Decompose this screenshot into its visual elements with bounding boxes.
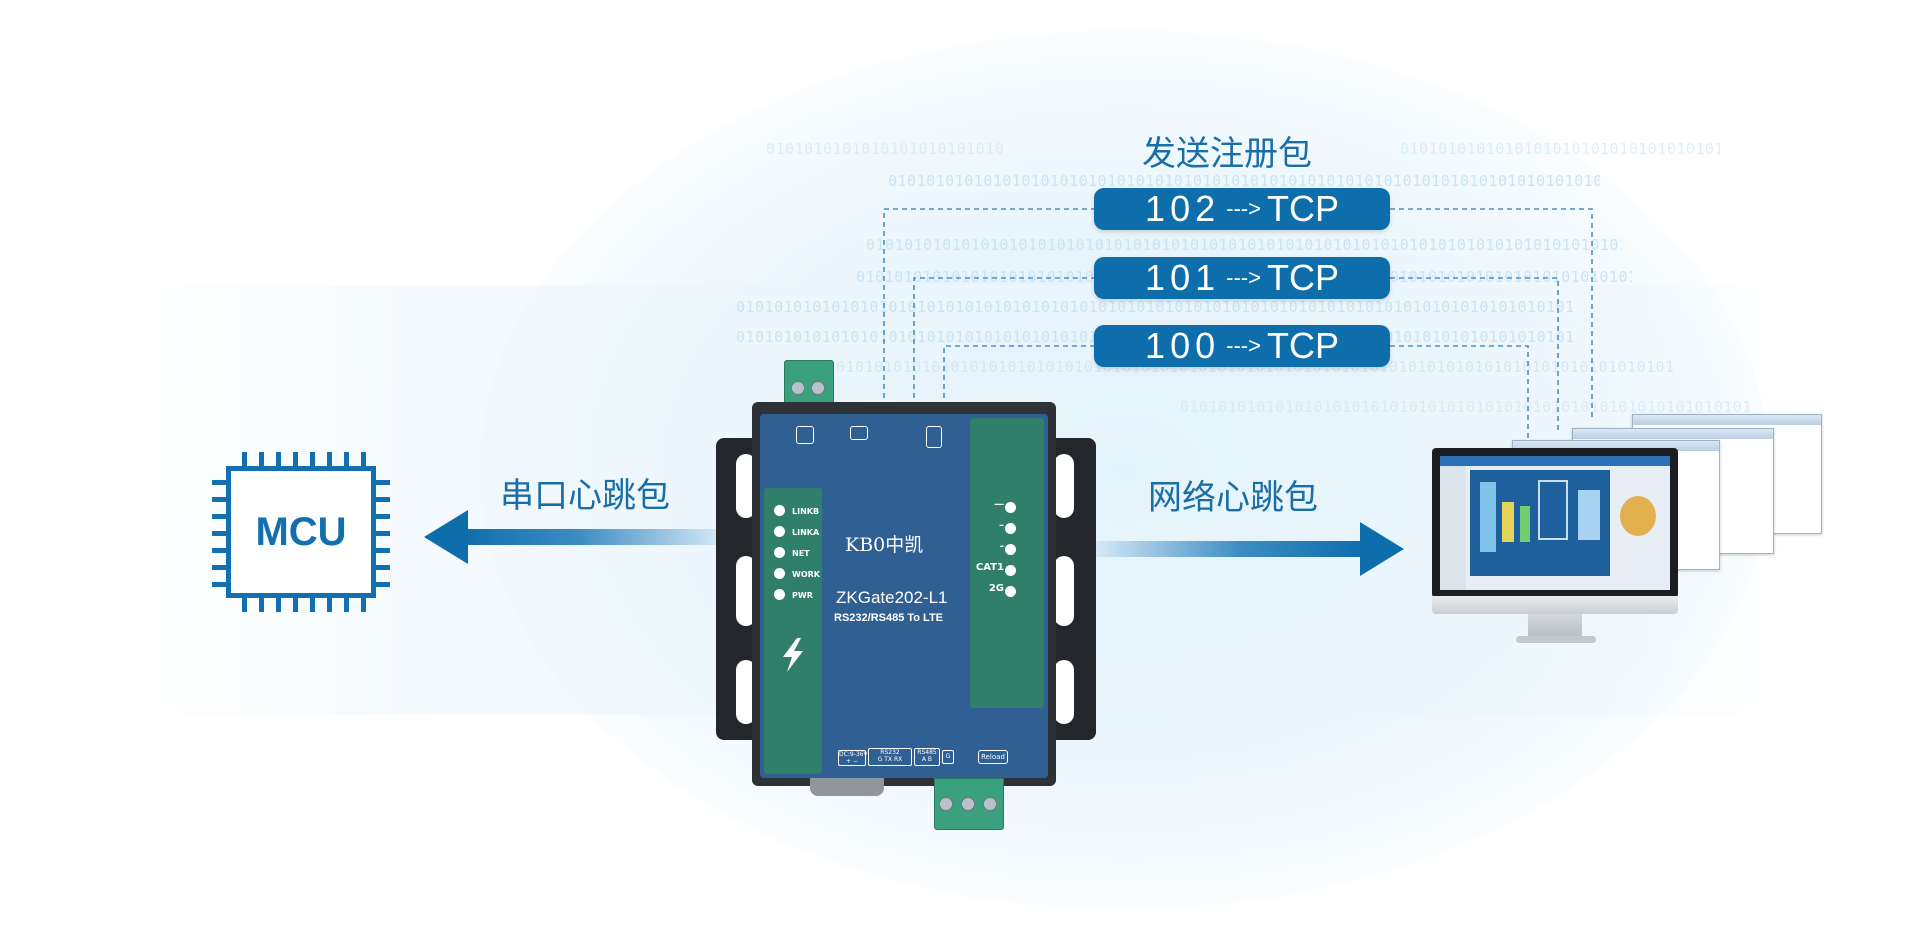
signal-label: CAT1	[975, 562, 1004, 573]
signal-led	[1005, 544, 1016, 555]
db9-connector	[810, 778, 884, 796]
packet-protocol: TCP	[1266, 188, 1339, 229]
led-label: PWR	[792, 591, 813, 600]
signal-label: –	[999, 520, 1004, 531]
power-bolt-icon	[783, 638, 803, 672]
led-label: LINKA	[792, 528, 820, 537]
packet-protocol: TCP	[1266, 257, 1339, 298]
device-brand: KB0中凯	[845, 534, 924, 556]
led-2g	[1005, 586, 1016, 597]
signal-label: 2G	[988, 583, 1004, 594]
binary-stream: 0101010101010101010101010101010101010101…	[1180, 398, 1750, 416]
led-work	[774, 568, 785, 579]
sim-slot-icon	[926, 426, 942, 448]
binary-stream: 0101010101010101010101010101010101010101…	[836, 358, 1675, 376]
port-rs485-pins: A B	[921, 756, 933, 763]
led-pwr	[774, 589, 785, 600]
led-label: NET	[792, 549, 810, 558]
led-label: WORK	[792, 570, 820, 579]
binary-stream: 0101010101010101010101010101010101010101…	[736, 298, 1575, 316]
signal-label: -	[999, 541, 1004, 552]
antenna-port-icon	[796, 426, 814, 444]
led-linkb	[774, 505, 785, 516]
network-heartbeat-label: 网络心跳包	[1148, 478, 1318, 518]
signal-led	[1005, 523, 1016, 534]
packet-pill-101: 101 ---> TCP	[1094, 257, 1390, 299]
packet-code: 101	[1145, 257, 1221, 298]
packet-arrow: --->	[1226, 196, 1261, 221]
send-registration-title: 发送注册包	[1142, 134, 1312, 174]
dashed-links	[883, 208, 1593, 442]
binary-stream: 0101010101010101010101010101010101010101…	[866, 236, 1622, 254]
monitor-stand	[1528, 614, 1582, 638]
link-102-right	[1390, 208, 1593, 418]
port-rs485: RS485 A B	[914, 748, 940, 766]
link-102	[883, 208, 1094, 398]
mcu-body: MCU	[226, 466, 376, 598]
led-net	[774, 547, 785, 558]
signal-label: —	[994, 499, 1004, 510]
serial-arrow	[424, 510, 722, 564]
packet-code: 100	[1145, 325, 1221, 366]
port-ground-label: G	[945, 753, 951, 760]
serial-terminal-block	[934, 778, 1004, 830]
port-rs485-label: RS485	[917, 749, 937, 756]
led-label: LINKB	[792, 507, 820, 516]
port-power-pins: + −	[846, 758, 858, 765]
signal-led	[1005, 502, 1016, 513]
monitor	[1432, 448, 1678, 598]
led-strip-right	[970, 418, 1044, 708]
port-rs232-label: RS232	[880, 749, 900, 756]
monitor-screen	[1440, 456, 1670, 590]
port-power: DC:9-36V + −	[838, 750, 868, 766]
link-101	[913, 277, 1094, 398]
binary-stream: 0101010101010101010101010101010101010101…	[1400, 140, 1720, 158]
packet-pill-100: 100 ---> TCP	[1094, 325, 1390, 367]
led-strip-left	[764, 488, 822, 774]
port-ground: G	[942, 750, 954, 764]
binary-stream: 0101010101010101010101010101010101010101…	[888, 172, 1600, 190]
port-power-label: DC:9-36V	[839, 751, 868, 758]
packet-code: 102	[1145, 188, 1221, 229]
serial-heartbeat-label: 串口心跳包	[500, 476, 670, 516]
link-100-right	[1390, 345, 1529, 442]
packet-arrow: --->	[1226, 333, 1261, 358]
monitor-chin	[1432, 596, 1678, 614]
port-rs232: RS232 G TX RX	[868, 748, 912, 766]
mcu-label: MCU	[255, 509, 347, 554]
monitor-base	[1516, 636, 1596, 643]
antenna-terminal	[784, 360, 834, 404]
port-rs232-pins: G TX RX	[877, 756, 903, 763]
gateway-device: LINKB LINKA NET WORK PWR — – - CAT1 2G K…	[716, 358, 1096, 836]
antenna-port-icon	[850, 426, 868, 440]
packet-arrow: --->	[1226, 265, 1261, 290]
led-cat1	[1005, 565, 1016, 576]
link-101-right	[1390, 277, 1559, 430]
reload-label: Reload	[981, 753, 1005, 761]
mcu-chip-icon: MCU	[212, 452, 390, 612]
led-linka	[774, 526, 785, 537]
packet-protocol: TCP	[1266, 325, 1339, 366]
binary-stream: 0101010101010101010101010101010101010101…	[766, 140, 1006, 158]
device-model: ZKGate202-L1	[836, 588, 948, 607]
device-interfaces: RS232/RS485 To LTE	[834, 612, 944, 624]
network-arrow	[1094, 522, 1404, 576]
reload-button[interactable]: Reload	[978, 750, 1008, 764]
packet-pill-102: 102 ---> TCP	[1094, 188, 1390, 230]
